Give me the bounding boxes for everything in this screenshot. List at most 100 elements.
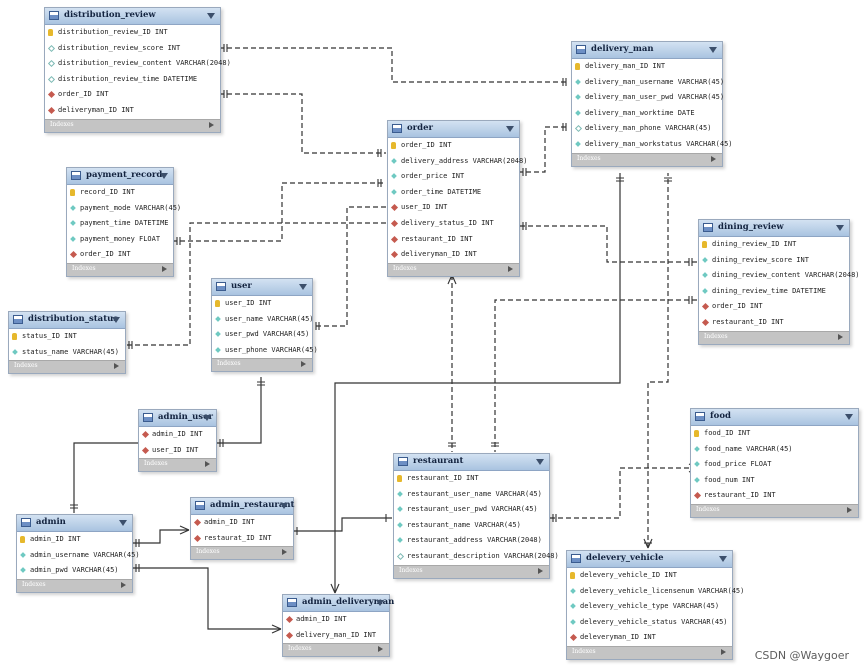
collapse-arrow-icon[interactable]	[119, 520, 127, 526]
column-row[interactable]: distribution_review_score INT	[45, 41, 220, 57]
collapse-arrow-icon[interactable]	[536, 459, 544, 465]
indexes-bar[interactable]: Indexes	[691, 503, 858, 517]
column-row[interactable]: restaurant_user_name VARCHAR(45)	[394, 487, 549, 503]
column-row[interactable]: delevery_vehicle_ID INT	[567, 568, 732, 584]
column-row[interactable]: distribution_review_content VARCHAR(2048…	[45, 56, 231, 72]
column-row[interactable]: delevery_vehicle_licensenum VARCHAR(45)	[567, 584, 744, 600]
column-row[interactable]: restaurant_address VARCHAR(2048)	[394, 533, 549, 549]
collapse-arrow-icon[interactable]	[112, 317, 120, 323]
column-row[interactable]: restaurant_description VARCHAR(2048)	[394, 549, 559, 565]
indexes-bar[interactable]: Indexes	[45, 118, 220, 132]
expand-arrow-icon[interactable]	[508, 265, 513, 272]
column-row[interactable]: user_ID INT	[212, 296, 312, 312]
column-row[interactable]: delevery_vehicle_status VARCHAR(45)	[567, 615, 732, 631]
collapse-arrow-icon[interactable]	[719, 556, 727, 562]
column-row[interactable]: record_ID INT	[67, 185, 173, 201]
table-header[interactable]: user	[212, 279, 312, 296]
column-row[interactable]: admin_ID INT	[283, 612, 389, 628]
collapse-arrow-icon[interactable]	[160, 173, 168, 179]
column-row[interactable]: user_ID INT	[388, 200, 519, 216]
column-row[interactable]: delivery_man_phone VARCHAR(45)	[572, 121, 722, 137]
column-row[interactable]: order_ID INT	[67, 247, 173, 263]
column-row[interactable]: deliveryman_ID INT	[388, 247, 519, 263]
indexes-bar[interactable]: Indexes	[699, 330, 849, 344]
expand-arrow-icon[interactable]	[205, 461, 210, 468]
column-row[interactable]: restaurant_ID INT	[388, 232, 519, 248]
indexes-bar[interactable]: Indexes	[388, 262, 519, 276]
column-row[interactable]: payment_money FLOAT	[67, 232, 173, 248]
table-header[interactable]: delevery_vehicle	[567, 551, 732, 568]
column-row[interactable]: restaurant_ID INT	[691, 488, 858, 504]
column-row[interactable]: payment_mode VARCHAR(45)	[67, 201, 181, 217]
column-row[interactable]: order_ID INT	[45, 87, 220, 103]
expand-arrow-icon[interactable]	[114, 363, 119, 370]
table-header[interactable]: delivery_man	[572, 42, 722, 59]
column-row[interactable]: delivery_man_user_pwd VARCHAR(45)	[572, 90, 724, 106]
indexes-bar[interactable]: Indexes	[394, 564, 549, 578]
column-row[interactable]: admin_username VARCHAR(45)	[17, 548, 140, 564]
indexes-bar[interactable]: Indexes	[9, 360, 125, 374]
indexes-bar[interactable]: Indexes	[572, 152, 722, 166]
expand-arrow-icon[interactable]	[838, 333, 843, 340]
indexes-bar[interactable]: Indexes	[17, 578, 132, 592]
column-row[interactable]: restaurant_user_pwd VARCHAR(45)	[394, 502, 549, 518]
table-header[interactable]: restaurant	[394, 454, 549, 471]
column-row[interactable]: food_name VARCHAR(45)	[691, 442, 858, 458]
table-header[interactable]: admin_restaurant	[191, 498, 294, 515]
column-row[interactable]: admin_ID INT	[139, 427, 216, 443]
table-header[interactable]: distribution_status	[9, 312, 125, 329]
column-row[interactable]: delivery_status_ID INT	[388, 216, 519, 232]
indexes-bar[interactable]: Indexes	[139, 458, 216, 472]
column-row[interactable]: delivery_man_username VARCHAR(45)	[572, 75, 724, 91]
table-header[interactable]: distribution_review	[45, 8, 220, 25]
column-row[interactable]: delivery_man_ID INT	[283, 628, 389, 644]
column-row[interactable]: restaurant_name VARCHAR(45)	[394, 518, 549, 534]
indexes-bar[interactable]: Indexes	[283, 643, 389, 657]
column-row[interactable]: dining_review_score INT	[699, 253, 849, 269]
column-row[interactable]: restaurant_ID INT	[394, 471, 549, 487]
indexes-bar[interactable]: Indexes	[191, 546, 293, 560]
column-row[interactable]: delivery_address VARCHAR(2048)	[388, 154, 527, 170]
column-row[interactable]: payment_time DATETIME	[67, 216, 173, 232]
column-row[interactable]: restaurant_ID INT	[699, 315, 849, 331]
indexes-bar[interactable]: Indexes	[567, 645, 732, 659]
expand-arrow-icon[interactable]	[847, 506, 852, 513]
column-row[interactable]: order_ID INT	[388, 138, 519, 154]
collapse-arrow-icon[interactable]	[207, 13, 215, 19]
collapse-arrow-icon[interactable]	[836, 225, 844, 231]
collapse-arrow-icon[interactable]	[203, 415, 211, 421]
collapse-arrow-icon[interactable]	[376, 600, 384, 606]
expand-arrow-icon[interactable]	[209, 121, 214, 128]
table-header[interactable]: admin_deliveryman	[283, 595, 394, 612]
collapse-arrow-icon[interactable]	[709, 47, 717, 53]
expand-arrow-icon[interactable]	[711, 155, 716, 162]
column-row[interactable]: delivery_man_worktime DATE	[572, 106, 722, 122]
column-row[interactable]: food_ID INT	[691, 426, 858, 442]
expand-arrow-icon[interactable]	[301, 361, 306, 368]
column-row[interactable]: order_price INT	[388, 169, 519, 185]
indexes-bar[interactable]: Indexes	[67, 262, 173, 276]
expand-arrow-icon[interactable]	[721, 648, 726, 655]
expand-arrow-icon[interactable]	[162, 265, 167, 272]
column-row[interactable]: dining_review_ID INT	[699, 237, 849, 253]
collapse-arrow-icon[interactable]	[845, 414, 853, 420]
column-row[interactable]: distribution_review_time DATETIME	[45, 72, 220, 88]
column-row[interactable]: dining_review_content VARCHAR(2048)	[699, 268, 860, 284]
column-row[interactable]: food_price FLOAT	[691, 457, 858, 473]
column-row[interactable]: order_time DATETIME	[388, 185, 519, 201]
table-header[interactable]: admin	[17, 515, 132, 532]
collapse-arrow-icon[interactable]	[280, 503, 288, 509]
column-row[interactable]: user_phone VARCHAR(45)	[212, 343, 318, 359]
expand-arrow-icon[interactable]	[538, 567, 543, 574]
